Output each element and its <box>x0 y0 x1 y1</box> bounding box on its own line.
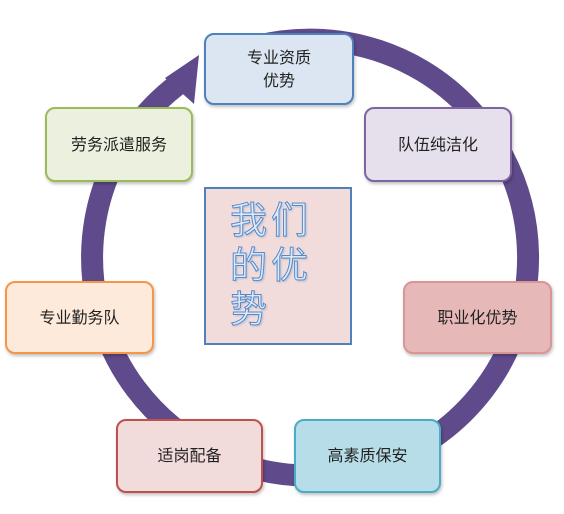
node-top: 专业资质 优势 <box>204 33 354 105</box>
node-left: 专业勤务队 <box>5 281 154 354</box>
cycle-arrowhead <box>165 55 199 104</box>
node-lower-right-label: 高素质保安 <box>327 446 408 466</box>
node-upper-right: 队伍纯洁化 <box>364 107 512 182</box>
center-panel: 我们的优势 <box>204 187 352 345</box>
node-lower-left-label: 适岗配备 <box>157 446 222 466</box>
node-lower-right: 高素质保安 <box>294 419 441 493</box>
node-lower-left: 适岗配备 <box>116 419 263 493</box>
node-left-label: 专业勤务队 <box>39 307 120 327</box>
node-upper-left: 劳务派遣服务 <box>45 107 193 182</box>
node-upper-left-label: 劳务派遣服务 <box>70 134 167 154</box>
center-title: 我们的优势 <box>230 199 312 332</box>
node-right-label: 职业化优势 <box>437 307 518 327</box>
node-upper-right-label: 队伍纯洁化 <box>397 134 478 154</box>
node-top-label: 专业资质 优势 <box>246 47 311 90</box>
node-right: 职业化优势 <box>403 281 552 354</box>
